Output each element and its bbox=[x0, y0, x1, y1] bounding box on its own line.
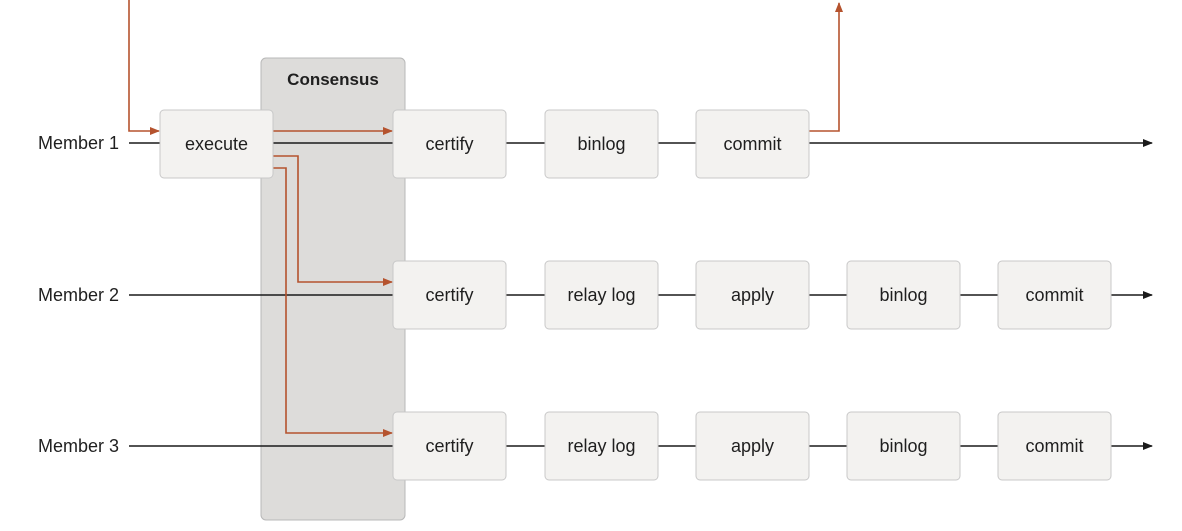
member-2-binlog-box: binlog bbox=[846, 260, 961, 330]
step-box bbox=[997, 260, 1112, 330]
step-box bbox=[846, 411, 961, 481]
client-response-arrow bbox=[809, 2, 843, 132]
member-1-label: Member 1 bbox=[38, 133, 119, 153]
step-label: commit bbox=[1026, 436, 1084, 456]
step-box bbox=[544, 109, 659, 179]
step-box bbox=[159, 109, 274, 179]
step-box bbox=[695, 260, 810, 330]
member-1-execute-box: execute bbox=[159, 109, 274, 179]
step-label: relay log bbox=[567, 285, 635, 305]
member-1-binlog-box: binlog bbox=[544, 109, 659, 179]
member-2-label: Member 2 bbox=[38, 285, 119, 305]
step-box bbox=[997, 411, 1112, 481]
step-box bbox=[695, 109, 810, 179]
member-3-steps: certify relay log apply binlog commit bbox=[392, 411, 1112, 481]
step-label: commit bbox=[724, 134, 782, 154]
step-label: binlog bbox=[879, 285, 927, 305]
member-3-relay-log-box: relay log bbox=[544, 411, 659, 481]
consensus-background bbox=[260, 57, 406, 521]
step-box bbox=[392, 260, 507, 330]
step-label: binlog bbox=[879, 436, 927, 456]
member-3-apply-box: apply bbox=[695, 411, 810, 481]
member-2-commit-box: commit bbox=[997, 260, 1112, 330]
step-label: relay log bbox=[567, 436, 635, 456]
member-2-relay-log-box: relay log bbox=[544, 260, 659, 330]
step-box bbox=[544, 411, 659, 481]
step-box bbox=[544, 260, 659, 330]
message-flows bbox=[128, 0, 843, 437]
member-2-apply-box: apply bbox=[695, 260, 810, 330]
step-label: certify bbox=[425, 134, 473, 154]
member-2-steps: certify relay log apply binlog commit bbox=[392, 260, 1112, 330]
consensus-label: Consensus bbox=[287, 70, 379, 89]
step-label: execute bbox=[185, 134, 248, 154]
member-3-binlog-box: binlog bbox=[846, 411, 961, 481]
step-label: certify bbox=[425, 436, 473, 456]
member-1-certify-box: certify bbox=[392, 109, 507, 179]
step-box bbox=[846, 260, 961, 330]
member-1-commit-box: commit bbox=[695, 109, 810, 179]
step-label: apply bbox=[731, 285, 774, 305]
member-3-commit-box: commit bbox=[997, 411, 1112, 481]
step-label: binlog bbox=[577, 134, 625, 154]
step-box bbox=[695, 411, 810, 481]
member-1-steps: execute certify binlog commit bbox=[159, 109, 810, 179]
step-label: commit bbox=[1026, 285, 1084, 305]
step-label: apply bbox=[731, 436, 774, 456]
member-3-label: Member 3 bbox=[38, 436, 119, 456]
step-label: certify bbox=[425, 285, 473, 305]
member-labels: Member 1 Member 2 Member 3 bbox=[38, 133, 119, 456]
member-3-certify-box: certify bbox=[392, 411, 507, 481]
step-box bbox=[392, 411, 507, 481]
execute-to-member-2-certify-arrow bbox=[273, 155, 393, 286]
step-box bbox=[392, 109, 507, 179]
client-request-arrow bbox=[128, 0, 160, 135]
member-2-certify-box: certify bbox=[392, 260, 507, 330]
consensus-panel: Consensus bbox=[260, 57, 406, 521]
execute-to-member-3-certify-arrow bbox=[273, 167, 393, 437]
